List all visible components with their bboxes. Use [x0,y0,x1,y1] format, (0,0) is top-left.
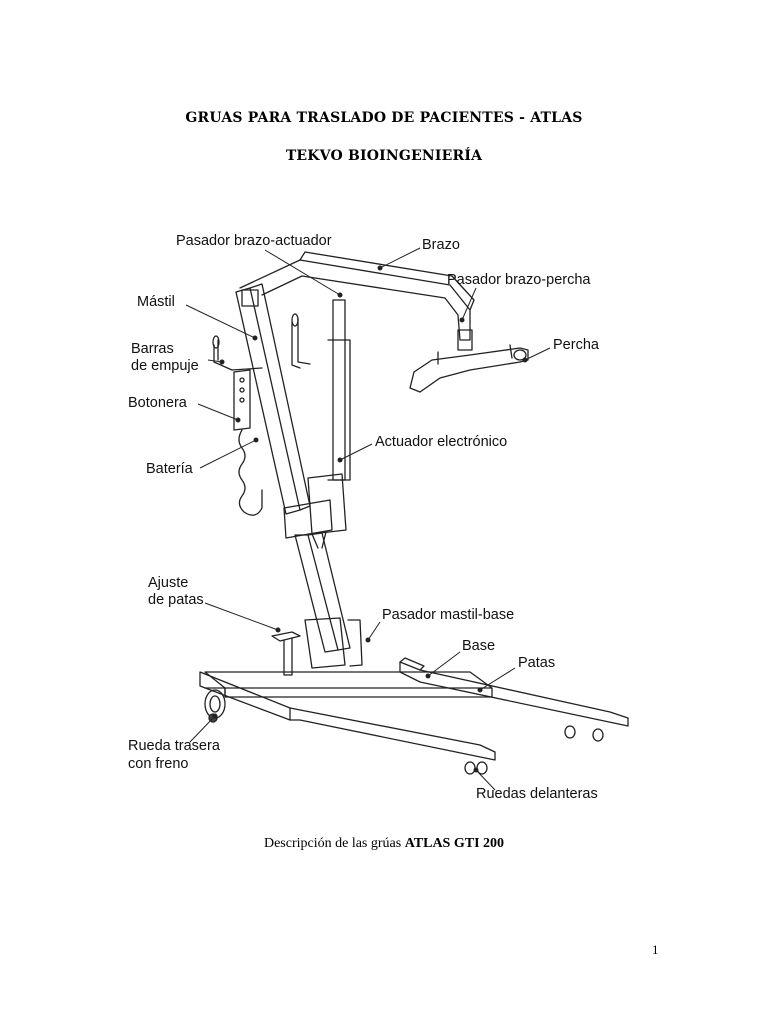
label-pasador-brazo-actuador: Pasador brazo-actuador [176,233,332,249]
caption-model: ATLAS GTI 200 [404,836,505,851]
label-rueda-1: Rueda trasera [128,738,220,754]
caption-prefix: Descripción de las grúas [263,836,402,851]
label-barras-2: de empuje [131,358,199,374]
page-number: 1 [652,942,659,957]
label-pasador-mastil-base: Pasador mastil-base [382,607,515,623]
label-barras-1: Barras [131,341,174,357]
arm-boom [239,259,471,341]
label-pasador-brazo-percha: Pasador brazo-percha [447,272,591,288]
label-actuador: Actuador electrónico [375,434,508,450]
actuator [332,299,346,481]
document-subtitle: TEKVO BIOINGENIERÍA [285,148,483,164]
label-rueda-2: con freno [128,756,189,772]
arm-hanger-pin [457,329,473,351]
label-brazo: Brazo [422,237,460,253]
label-base: Base [462,638,496,654]
front-wheel-icon [464,725,604,775]
mast-upper [235,287,301,515]
label-botonera: Botonera [128,395,187,411]
base-right-leg [399,661,629,727]
label-ajuste-2: de patas [148,592,204,608]
hanger-bar [413,347,529,393]
mast-lower [294,534,339,653]
leg-adjust [271,631,301,642]
control-box [233,369,251,431]
label-bateria: Batería [146,461,193,477]
label-patas: Patas [518,655,556,671]
label-ajuste-1: Ajuste [148,575,189,591]
coiled-cord [238,429,263,516]
document-title: GRUAS PARA TRASLADO DE PACIENTES - ATLAS [185,110,583,126]
label-percha: Percha [553,337,599,353]
label-mastil: Mástil [137,294,175,310]
label-ruedas-delanteras: Ruedas delanteras [476,786,598,802]
figure-caption: Descripción de las grúas ATLAS GTI 200 [0,836,768,852]
push-bars [213,339,263,371]
base-frame [204,671,493,689]
